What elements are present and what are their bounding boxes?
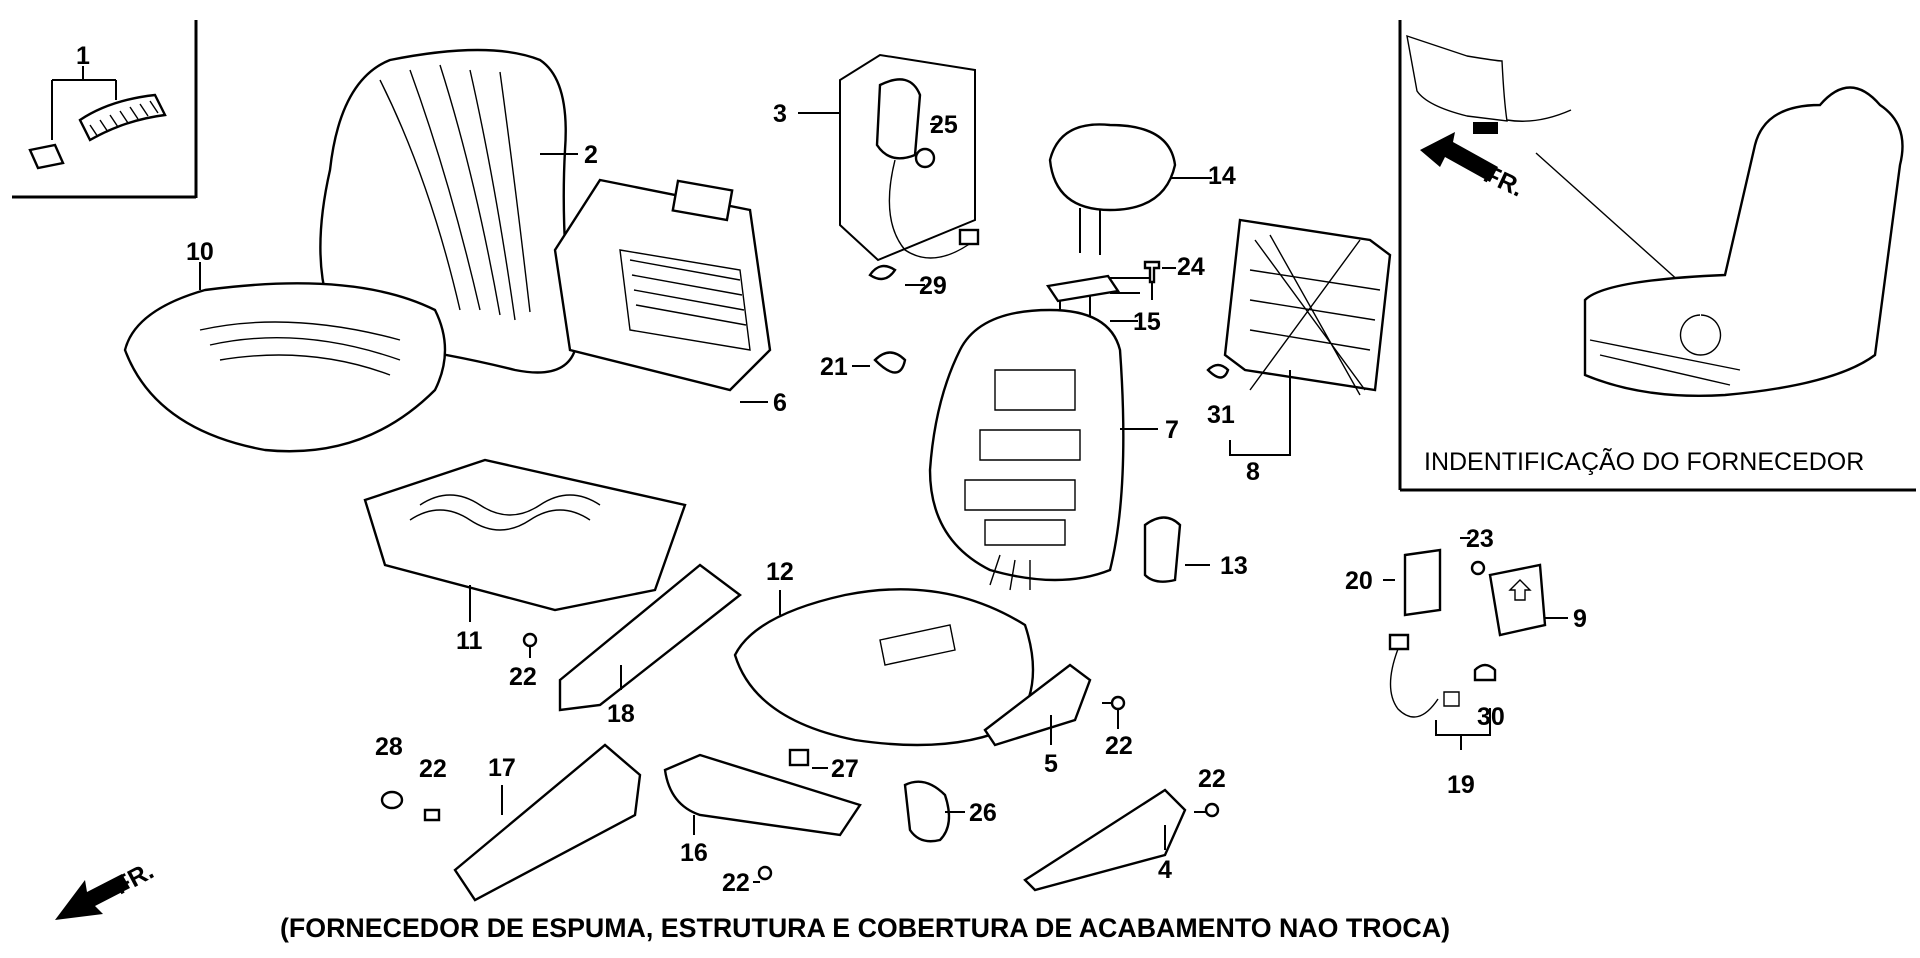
callout-22: 22 [722, 869, 750, 897]
clip-kit-box [12, 20, 198, 199]
callout-1: 1 [76, 42, 90, 70]
part-headrest [1048, 123, 1212, 255]
callout-labels: 1 2 3 25 14 24 29 15 10 21 6 31 7 8 13 1… [76, 42, 1587, 897]
part-clip-21 [852, 351, 907, 374]
part-seat-frame [363, 458, 687, 622]
callout-3: 3 [773, 100, 787, 128]
callout-19: 19 [1447, 771, 1475, 799]
callout-7: 7 [1165, 416, 1179, 444]
part-rail-5 [983, 663, 1092, 747]
callout-15: 15 [1133, 308, 1161, 336]
callout-24: 24 [1177, 253, 1205, 281]
callout-22: 22 [509, 663, 537, 691]
part-strap-26 [903, 780, 965, 843]
callout-27: 27 [831, 755, 859, 783]
callout-23: 23 [1466, 525, 1494, 553]
callout-6: 6 [773, 389, 787, 417]
part-seatback-pad [928, 308, 1158, 591]
callout-10: 10 [186, 238, 214, 266]
part-cap-28 [380, 790, 441, 822]
part-clip-27 [788, 748, 828, 769]
callout-16: 16 [680, 839, 708, 867]
callout-22: 22 [419, 755, 447, 783]
callout-18: 18 [607, 700, 635, 728]
part-seat-cushion-pad [733, 588, 1035, 747]
callout-28: 28 [375, 733, 403, 761]
callout-14: 14 [1208, 162, 1236, 190]
callout-9: 9 [1573, 605, 1587, 633]
callout-31: 31 [1207, 401, 1235, 429]
callout-22: 22 [1105, 732, 1133, 760]
callout-5: 5 [1044, 750, 1058, 778]
callout-17: 17 [488, 754, 516, 782]
inset-title: INDENTIFICAÇÃO DO FORNECEDOR [1424, 447, 1864, 476]
diagram-caption: (FORNECEDOR DE ESPUMA, ESTRUTURA E COBER… [280, 913, 1450, 943]
part-trim-16 [663, 753, 862, 837]
callout-20: 20 [1345, 567, 1373, 595]
supplier-id-inset: FR. INDENTIFICAÇÃO DO FORNECEDOR [1398, 20, 1916, 492]
callout-11: 11 [456, 627, 483, 655]
part-rail-4 [1023, 788, 1187, 892]
part-switch-group [1383, 537, 1568, 750]
callout-13: 13 [1220, 552, 1248, 580]
callout-29: 29 [919, 272, 947, 300]
part-back-board [1206, 218, 1392, 456]
part-knob [1143, 516, 1210, 583]
callout-25: 25 [930, 111, 958, 139]
callout-26: 26 [969, 799, 997, 827]
front-arrow: FR. [55, 857, 158, 920]
part-side-airbag [798, 53, 980, 286]
callout-2: 2 [584, 141, 598, 169]
callout-4: 4 [1158, 856, 1172, 884]
part-seat-cushion-cover [123, 262, 447, 453]
callout-21: 21 [820, 353, 848, 381]
callout-8: 8 [1246, 458, 1260, 486]
part-cover-17 [453, 743, 642, 902]
part-headrest-guide [1045, 260, 1176, 325]
callout-12: 12 [766, 558, 794, 586]
callout-22: 22 [1198, 765, 1226, 793]
callout-30: 30 [1477, 703, 1505, 731]
part-seatback-frame [553, 178, 772, 403]
screws-22 [522, 632, 1220, 883]
part-cover-18 [558, 563, 742, 712]
